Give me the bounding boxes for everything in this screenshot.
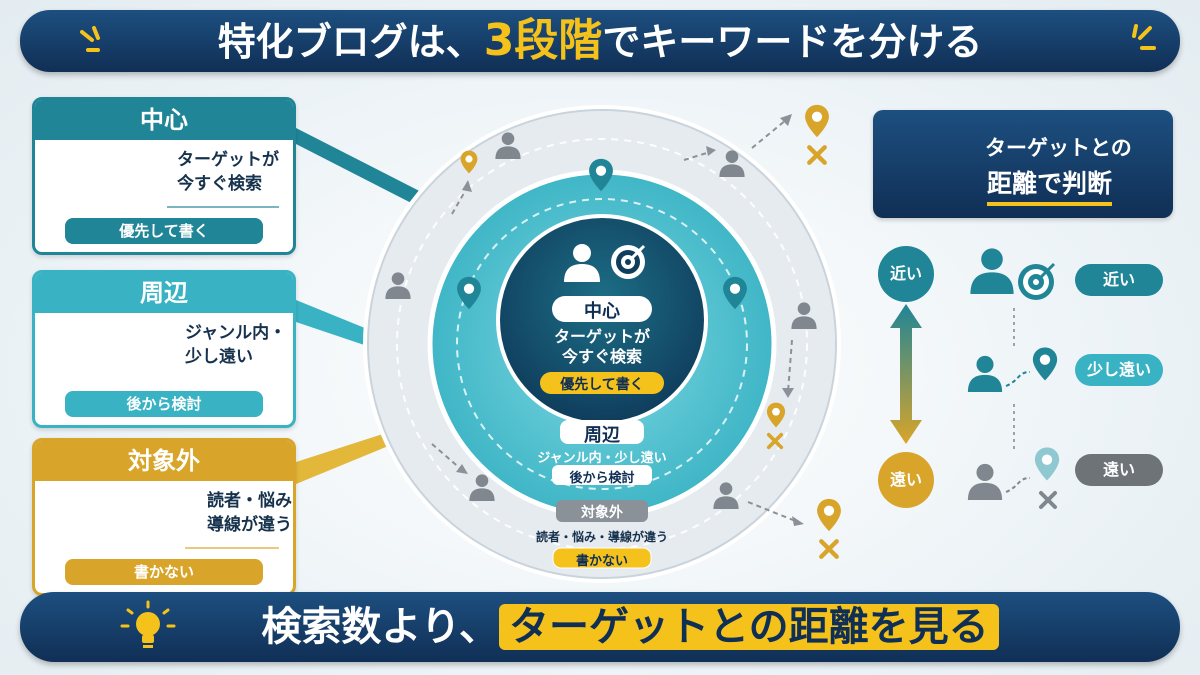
lightbulb-icon (120, 600, 176, 648)
card-action-badge: 後から検討 (65, 391, 263, 417)
legend-row-label: 遠い (1075, 454, 1163, 486)
card-description: 読者・悩み・ 導線が違う (207, 489, 293, 537)
near-label: 近い (878, 246, 934, 302)
target-icon (1018, 262, 1056, 300)
outer-description: 読者・悩み・導線が違う (535, 530, 668, 544)
card-description: ターゲットが 今すぐ検索 (177, 148, 279, 196)
card-title: 周辺 (35, 273, 293, 313)
page-title: 特化ブログは、3段階でキーワードを分ける (20, 18, 1180, 65)
target-icon (611, 244, 646, 279)
mid-description: ジャンル内・少し遠い (537, 451, 667, 466)
footer-text: 検索数より、ターゲットとの距離を見る (80, 602, 1180, 652)
card-line: ターゲットが (177, 150, 279, 170)
core-line: 今すぐ検索 (561, 347, 642, 366)
title-prefix: 特化ブログは、 (217, 20, 484, 64)
sparkle-icon (80, 26, 100, 52)
card-line: 少し遠い (185, 347, 253, 367)
card-outer: 対象外 読者・悩み・ 導線が違う 書かない (32, 438, 296, 596)
sparkle-icon (1132, 24, 1156, 50)
title-accent: 3段階 (483, 15, 603, 66)
outer-title: 対象外 (581, 505, 623, 521)
card-description: ジャンル内・ 少し遠い (185, 321, 286, 369)
card-line: 今すぐ検索 (177, 174, 262, 194)
mid-action-badge: 後から検討 (569, 471, 635, 486)
far-label: 遠い (878, 452, 934, 508)
footer-highlight: ターゲットとの距離を見る (499, 604, 999, 650)
footer-banner: 検索数より、ターゲットとの距離を見る (20, 592, 1180, 662)
card-title: 対象外 (35, 441, 293, 481)
core-title: 中心 (584, 301, 620, 322)
card-action-badge: 書かない (65, 559, 263, 585)
legend-row-label: 少し遠い (1075, 354, 1163, 386)
footer-prefix: 検索数より、 (261, 604, 499, 650)
core-line: ターゲットが (553, 327, 650, 346)
outer-action-badge: 書かない (575, 554, 628, 569)
title-banner: 特化ブログは、3段階でキーワードを分ける (20, 10, 1180, 72)
card-title: 中心 (35, 100, 293, 140)
legend-heading-line1: ターゲットとの (985, 136, 1132, 160)
card-line: ジャンル内・ (185, 323, 287, 343)
card-core: 中心 ターゲットが 今すぐ検索 優先して書く (32, 97, 296, 255)
legend-heading-line2: 距離で判断 (987, 164, 1113, 206)
card-line: 読者・悩み・ (207, 491, 293, 511)
legend-heading-box: ターゲットとの 距離で判断 (873, 110, 1173, 218)
card-action-badge: 優先して書く (65, 218, 263, 244)
card-mid: 周辺 ジャンル内・ 少し遠い 後から検討 (32, 270, 296, 428)
core-description: ターゲットが 今すぐ検索 (532, 327, 672, 367)
legend-row-label: 近い (1075, 264, 1163, 296)
distance-arrow (890, 304, 922, 444)
mid-title: 周辺 (584, 425, 620, 446)
core-action-badge: 優先して書く (560, 377, 644, 393)
card-line: 導線が違う (207, 515, 292, 535)
title-suffix: でキーワードを分ける (602, 20, 983, 64)
